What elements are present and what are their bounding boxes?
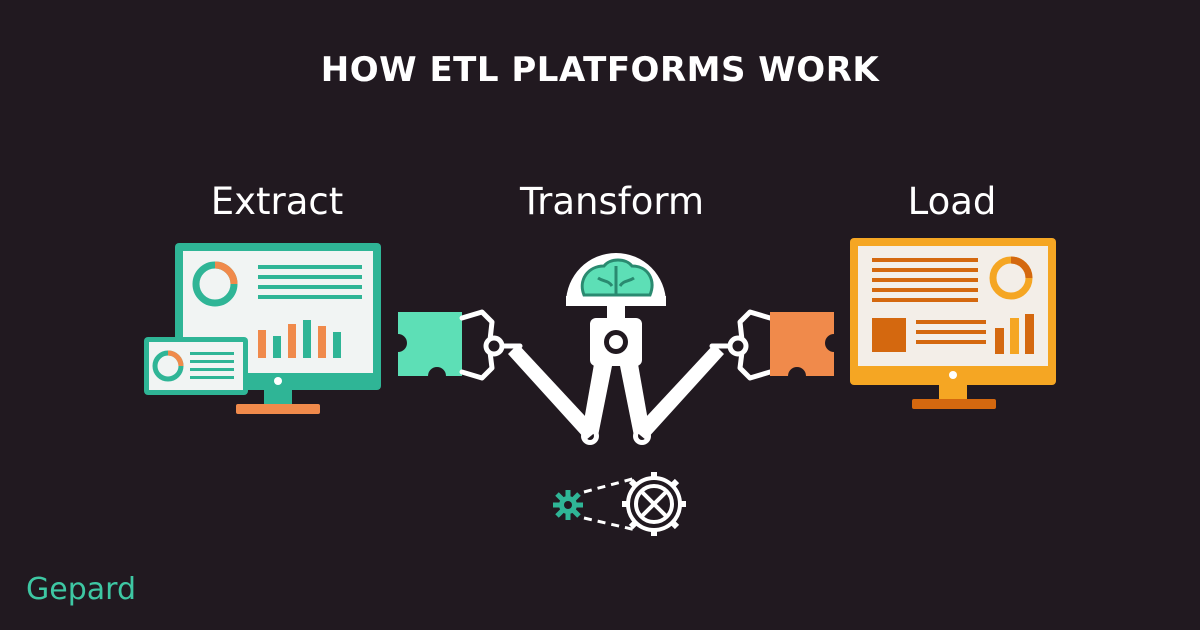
stage-label-load: Load — [907, 180, 997, 223]
robot-arm-icon — [508, 253, 724, 445]
page-title: HOW ETL PLATFORMS WORK — [320, 50, 880, 90]
orange-puzzle-piece-icon — [770, 312, 834, 376]
stage-label-transform: Transform — [519, 180, 705, 223]
extract-monitor-icon — [144, 243, 381, 414]
brain-icon — [580, 258, 654, 297]
small-gear-icon — [553, 490, 583, 520]
load-monitor-icon — [850, 238, 1056, 409]
right-gripper-icon — [709, 309, 773, 381]
left-gripper-icon — [459, 309, 523, 381]
large-gear-icon — [622, 472, 686, 536]
chain-icon — [583, 476, 637, 532]
stage-label-extract: Extract — [210, 180, 344, 223]
brand-logo: Gepard — [26, 572, 136, 607]
teal-puzzle-piece-icon — [398, 312, 462, 376]
